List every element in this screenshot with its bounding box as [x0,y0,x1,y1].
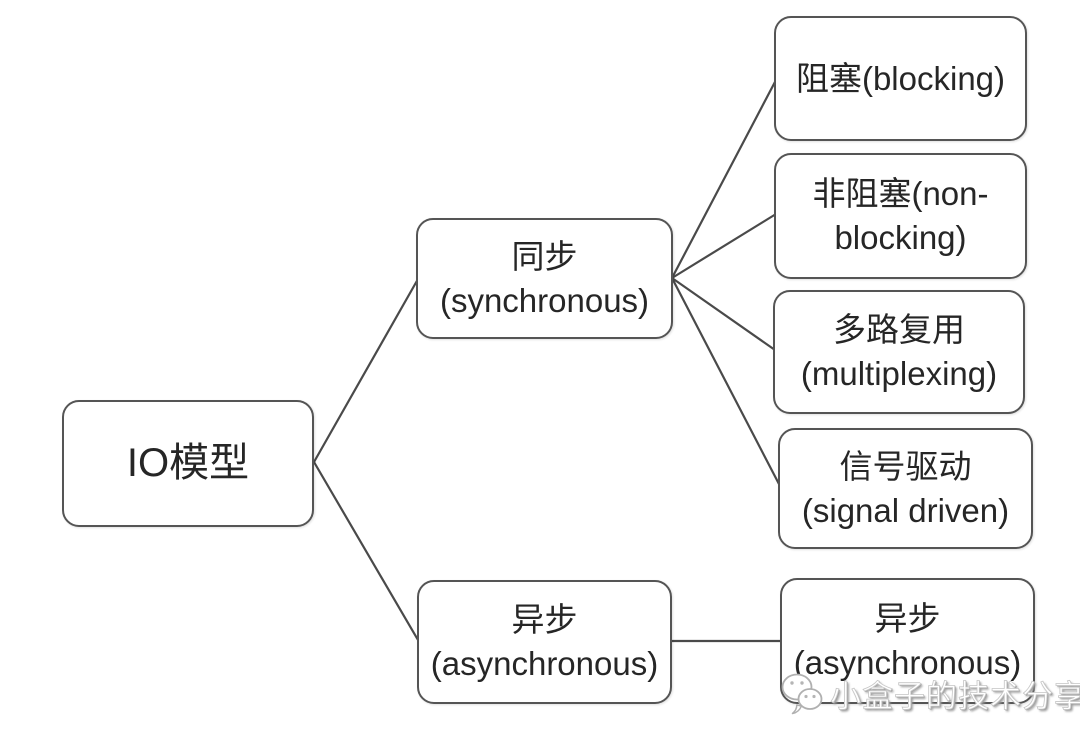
node-label-zh: 信号驱动 [839,447,972,485]
node-non-blocking: 非阻塞(non- blocking) [774,153,1027,279]
node-label-en: (asynchronous) [793,644,1022,681]
edge-root-sync [312,277,420,464]
node-label-zh: 多路复用 [833,311,965,349]
edge-sync-signal [670,276,782,488]
node-label: 阻塞(blocking) [795,59,1006,97]
edge-root-async [312,460,420,642]
node-asynchronous: 异步 (asynchronous) [417,580,672,704]
node-label-en: (multiplexing) [800,355,998,392]
watermark: 小盒子的技术分享 [780,671,1080,716]
node-label: IO模型 [126,441,250,486]
edge-sync-blocking [670,78,778,280]
node-blocking: 阻塞(blocking) [774,16,1027,141]
node-io-model: IO模型 [62,400,314,527]
wechat-chat-bubbles-icon [781,673,823,714]
node-label-zh: 同步 [511,237,578,275]
node-label-zh: 异步 [511,601,578,639]
edge-sync-multiplexing [670,276,777,352]
node-label-en: (signal driven) [801,491,1010,529]
node-synchronous: 同步 (synchronous) [416,218,673,339]
node-asynchronous-leaf: 异步 (asynchronous) [780,578,1035,704]
node-label-zh: 异步 [874,600,941,638]
node-signal-driven: 信号驱动 (signal driven) [778,428,1033,549]
edge-sync-nonblocking [670,212,778,280]
watermark-text: 小盒子的技术分享 [830,679,1080,715]
node-multiplexing: 多路复用 (multiplexing) [773,290,1025,414]
node-label-line2: blocking) [834,219,967,256]
node-label-en: (asynchronous) [430,645,659,682]
node-label-line1: 非阻塞(non- [812,175,989,213]
node-label-en: (synchronous) [439,281,650,319]
